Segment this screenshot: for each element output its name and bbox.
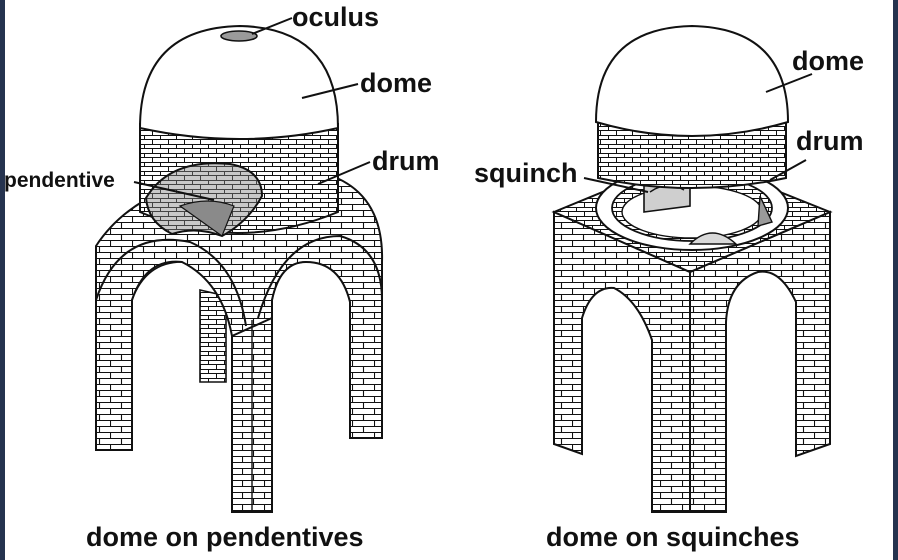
pendentive-structure <box>95 17 384 513</box>
dome <box>138 24 340 140</box>
cube-right-face <box>689 210 831 513</box>
front-left-arch-ring <box>95 238 247 327</box>
pendentive-leader <box>133 181 215 201</box>
dome-leader-left <box>301 83 359 99</box>
drum-right <box>597 117 787 189</box>
label-dome-right: dome <box>792 46 865 76</box>
label-drum-right: drum <box>796 126 864 156</box>
oculus <box>220 30 258 42</box>
caption-right: dome on squinches <box>546 522 800 552</box>
label-drum-left: drum <box>372 146 440 176</box>
drum-leader-left <box>317 161 371 185</box>
left-frame-edge <box>0 0 5 560</box>
label-dome-left: dome <box>360 68 433 98</box>
cube-left-face <box>553 210 691 513</box>
squinch-niche-right <box>757 195 773 227</box>
oculus-leader <box>251 17 293 35</box>
label-squinch: squinch <box>474 158 578 188</box>
front-right-arch-ring <box>257 234 383 319</box>
caption-left: dome on pendentives <box>86 522 364 552</box>
squinch-structure <box>551 24 833 513</box>
squinch-leader <box>583 177 649 193</box>
pendentive-cavity <box>144 162 264 238</box>
dome-leader-right <box>765 73 813 93</box>
right-frame-edge <box>893 0 898 560</box>
dome-right <box>594 24 790 137</box>
squinch-niche-front <box>688 232 738 245</box>
drum-leader-right <box>769 159 807 181</box>
label-oculus: oculus <box>292 2 380 32</box>
label-pendentive: pendentive <box>4 169 115 192</box>
